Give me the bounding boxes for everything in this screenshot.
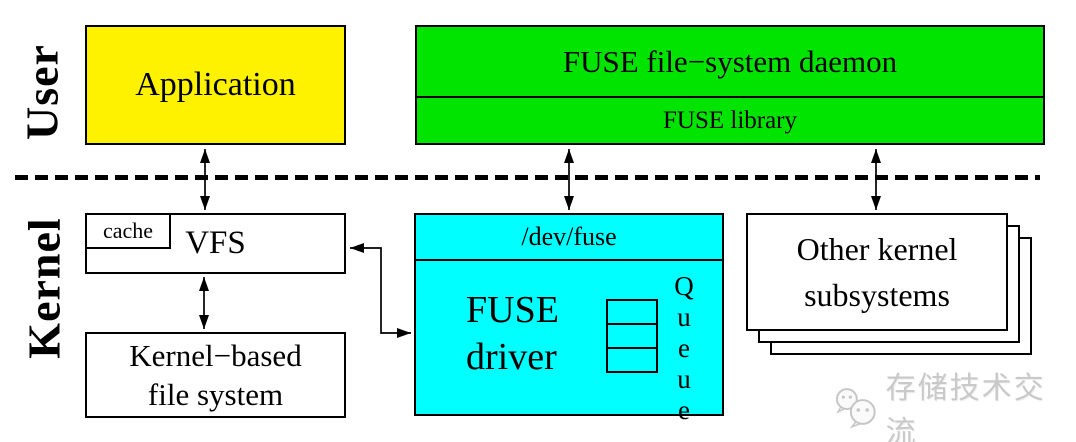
request-queue — [606, 299, 658, 373]
dev-fuse-label: /dev/fuse — [521, 222, 617, 251]
user-space-label: User — [16, 44, 68, 140]
watermark-text: 存储技术交流 — [885, 372, 1046, 442]
fuse-driver-line1: FUSE — [466, 289, 559, 331]
user-kernel-boundary-line — [15, 175, 1040, 180]
fuse-driver-label: FUSE driver — [466, 287, 559, 381]
fuse-driver-line2: driver — [466, 336, 557, 378]
fuse-daemon-box: FUSE file−system daemon FUSE library — [415, 25, 1045, 145]
dev-fuse-section: /dev/fuse — [416, 215, 722, 261]
wechat-icon — [835, 388, 876, 429]
vfs-fusedriver-elbow-arrow — [350, 243, 411, 338]
queue-cell — [606, 323, 658, 349]
kernel-based-fs-box: Kernel−based file system — [85, 332, 346, 418]
application-label: Application — [135, 66, 296, 103]
kernel-fs-line2: file system — [147, 377, 284, 412]
queue-cell — [606, 347, 658, 373]
queue-label: Queue — [669, 271, 699, 426]
fuse-daemon-title: FUSE file−system daemon — [417, 27, 1043, 98]
kernel-space-label: Kernel — [18, 217, 70, 359]
cache-box: cache — [85, 213, 171, 249]
watermark: 存储技术交流 — [832, 363, 1076, 442]
kernel-fs-line1: Kernel−based — [129, 338, 302, 373]
other-subsystems-line2: subsystems — [804, 277, 950, 313]
other-subsystems-line1: Other kernel — [796, 231, 958, 267]
other-kernel-subsystems-box: Other kernel subsystems — [746, 213, 1008, 331]
cache-label: cache — [102, 218, 154, 243]
application-box: Application — [85, 25, 346, 145]
vfs-label: VFS — [185, 225, 246, 261]
fuse-library-label: FUSE library — [662, 106, 798, 134]
queue-cell — [606, 299, 658, 325]
fuse-driver-box: /dev/fuse FUSE driver Queue — [414, 213, 724, 426]
